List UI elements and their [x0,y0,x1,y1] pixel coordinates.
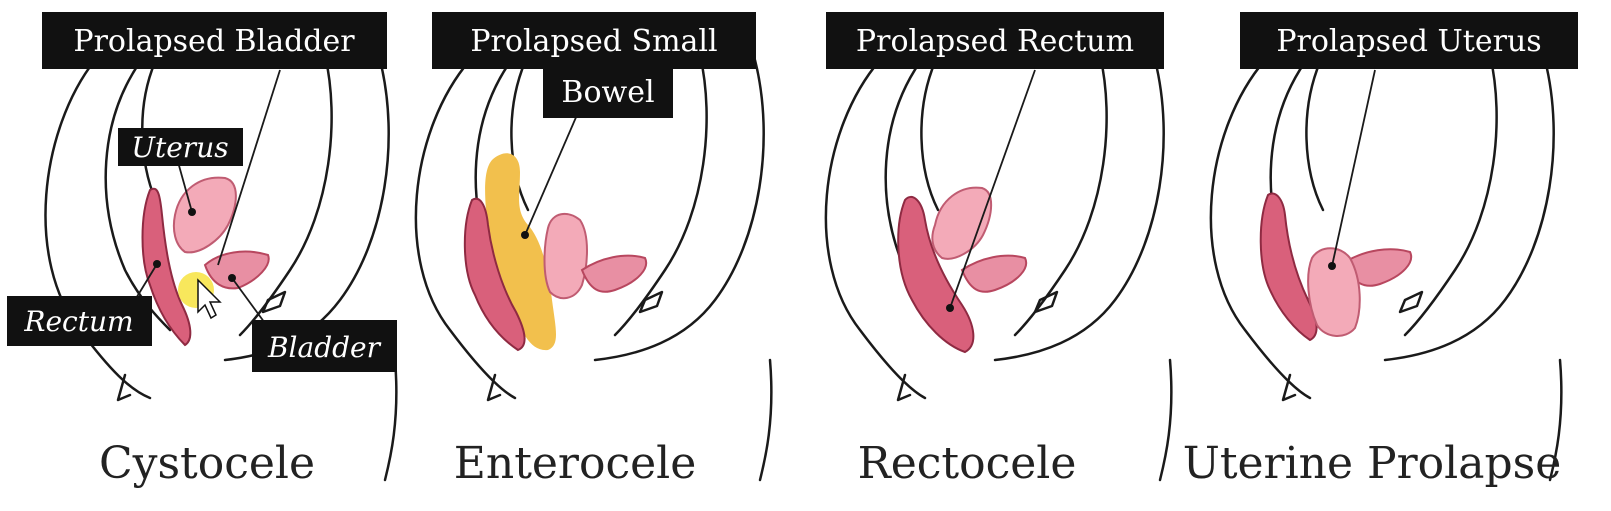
rectum-organ [897,195,975,354]
callout-uterus-text: Uterus [131,131,228,164]
bladder-organ [203,250,270,290]
bladder-organ [1343,248,1413,287]
rectum-pointer [949,69,1036,309]
rectum-pointer-dot [946,304,954,312]
rectum-organ [1259,192,1318,342]
bladder-organ [580,254,648,293]
title-text: Prolapsed Bladder [73,24,355,59]
title-text-line2: Bowel [561,75,654,110]
uterus-organ [1307,247,1361,337]
uterus-organ [172,176,237,254]
uterus-pointer [177,161,193,213]
bowel-pointer-dot [521,231,529,239]
caption-rectocele: Rectocele [858,438,1077,489]
rectum-pointer [134,263,158,301]
bladder-organ [960,254,1028,293]
title-label-uterine-prolapse: Prolapsed Uterus [1240,12,1578,69]
bladder-pointer-dot [228,274,236,282]
title-text-line1: Prolapsed Small [470,24,717,59]
body-outline [44,53,398,482]
title-text: Prolapsed Rectum [856,24,1134,59]
caption-enterocele: Enterocele [454,438,697,489]
callout-rectum-text: Rectum [23,305,133,338]
panel-enterocele: Prolapsed Small Bowel Enterocele [414,12,773,489]
title-label-cystocele: Prolapsed Bladder [42,12,387,69]
mouse-cursor-icon [197,278,222,320]
callout-bladder-text: Bladder [267,331,382,364]
callout-uterus: Uterus [118,128,243,166]
panel-uterine-prolapse: Prolapsed Uterus Uterine Prolapse [1183,12,1578,489]
title-label-enterocele: Prolapsed Small Bowel [432,12,756,118]
panel-rectocele: Prolapsed Rectum Rectocele [824,12,1173,489]
caption-uterine-prolapse: Uterine Prolapse [1183,438,1562,489]
panel-cystocele: Prolapsed Bladder Uterus Rectum Bladder … [7,12,398,489]
callout-rectum: Rectum [7,296,152,346]
uterus-organ [543,212,588,300]
uterus-pointer-dot [1328,262,1336,270]
title-label-rectocele: Prolapsed Rectum [826,12,1164,69]
caption-cystocele: Cystocele [99,438,315,489]
uterus-pointer-dot [188,208,196,216]
small-bowel-organ [485,153,556,351]
bowel-pointer [524,114,578,236]
rectum-organ [141,187,192,347]
uterus-organ [931,186,993,260]
rectum-organ [463,197,526,352]
title-pointer [217,69,281,266]
uterus-pointer [1331,69,1376,267]
rectum-pointer-dot [153,260,161,268]
title-text: Prolapsed Uterus [1276,24,1541,59]
callout-bladder: Bladder [252,320,397,372]
